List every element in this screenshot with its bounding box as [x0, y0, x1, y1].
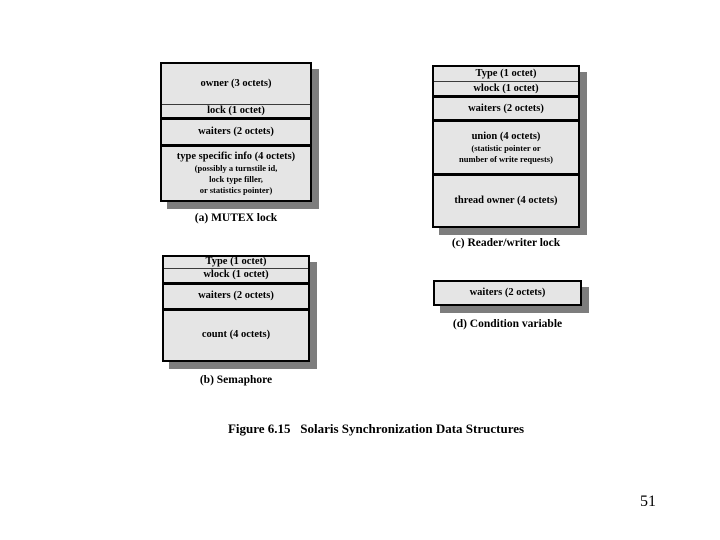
reader-writer-lock-caption: (c) Reader/writer lock: [451, 237, 561, 249]
field-subline: (statistic pointer or: [471, 142, 541, 153]
field-label: type specific info (4 octets): [176, 150, 296, 162]
field-label: wlock (1 octet): [203, 269, 269, 281]
field-row: waiters (2 octets): [164, 282, 308, 307]
field-row: Type (1 octet): [434, 67, 578, 81]
field-subline: lock type filler,: [209, 173, 263, 184]
figure-caption: Figure 6.15 Solaris Synchronization Data…: [227, 421, 525, 436]
field-row: wlock (1 octet): [164, 267, 308, 282]
field-label: waiters (2 octets): [198, 125, 274, 137]
field-label: count (4 octets): [201, 329, 271, 341]
field-row: thread owner (4 octets): [434, 172, 578, 226]
field-label: waiters (2 octets): [468, 102, 544, 114]
reader-writer-lock-box: Type (1 octet) wlock (1 octet) waiters (2 …: [432, 65, 580, 228]
field-label: thread owner (4 octets): [454, 194, 558, 206]
field-row: Type (1 octet): [164, 257, 308, 268]
field-label: Type (1 octet): [205, 257, 267, 268]
field-row: count (4 octets): [164, 307, 308, 360]
field-row: wlock (1 octet): [434, 80, 578, 96]
field-label: waiters (2 octets): [469, 287, 546, 298]
mutex-lock-caption: (a) MUTEX lock: [194, 212, 278, 224]
field-row: waiters (2 octets): [162, 116, 310, 144]
field-row: owner (3 octets): [162, 64, 310, 104]
field-label: waiters (2 octets): [198, 290, 274, 302]
field-label: lock (1 octet): [207, 104, 265, 116]
field-row: lock (1 octet): [162, 103, 310, 117]
field-label: union (4 octets): [471, 130, 541, 142]
field-row: type specific info (4 octets)(possibly a…: [162, 143, 310, 200]
semaphore-box: Type (1 octet)wlock (1 octet) waiters (2 …: [162, 255, 310, 362]
condition-variable-box: waiters (2 octets): [433, 280, 582, 306]
semaphore-caption: (b) Semaphore: [199, 374, 273, 386]
condition-variable-caption: (d) Condition variable: [452, 318, 563, 330]
field-row: waiters (2 octets): [434, 95, 578, 119]
field-label: Type (1 octet): [475, 67, 537, 79]
field-subline: (possibly a turnstile id,: [194, 162, 278, 173]
field-subline: or statistics pointer): [199, 184, 273, 195]
field-label: owner (3 octets): [200, 77, 272, 89]
field-label: wlock (1 octet): [473, 82, 539, 94]
page-number: 51: [640, 493, 656, 510]
mutex-lock-box: owner (3 octets) lock (1 octet) waiters (2…: [160, 62, 312, 202]
field-row: waiters (2 octets): [435, 282, 580, 304]
field-subline: number of write requests): [459, 153, 553, 164]
